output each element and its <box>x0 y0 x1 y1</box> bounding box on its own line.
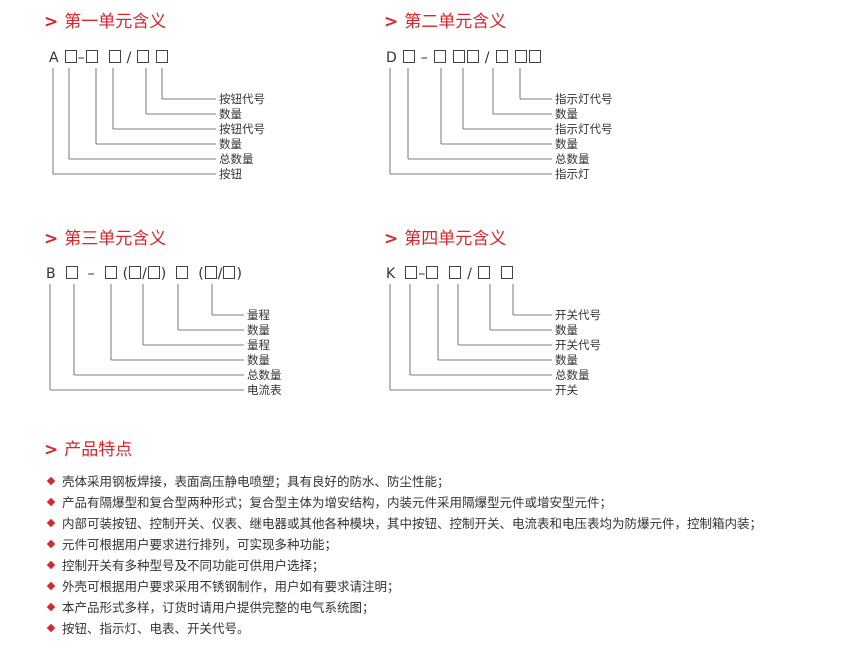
code-label: 数量 <box>555 353 578 367</box>
code-box <box>405 266 418 279</box>
code-box <box>402 50 415 63</box>
section-title-features: >产品特点 <box>44 440 133 460</box>
code-box <box>514 50 527 63</box>
code-label: 电流表 <box>247 383 282 397</box>
feature-item: 产品有隔爆型和复合型两种形式；复合型主体为增安结构，内装元件采用隔爆型元件或增安… <box>46 495 612 511</box>
chevron-right-icon: > <box>384 229 399 249</box>
feature-item: 控制开关有多种型号及不同功能可供用户选择； <box>46 558 325 574</box>
code-box <box>85 50 98 63</box>
code-label: 总数量 <box>555 368 590 382</box>
model-code-unit4: K–/ <box>386 266 514 282</box>
code-box <box>64 50 77 63</box>
code-label: 数量 <box>219 137 242 151</box>
code-label: 按钮代号 <box>219 92 265 106</box>
code-label: 数量 <box>555 323 578 337</box>
code-box <box>528 50 541 63</box>
code-box <box>466 50 479 63</box>
code-box <box>176 266 189 279</box>
diamond-bullet-icon <box>46 518 56 528</box>
diamond-bullet-icon <box>46 539 56 549</box>
feature-item: 壳体采用钢板焊接，表面高压静电喷塑；具有良好的防水、防尘性能； <box>46 474 450 490</box>
model-code-unit3: B–(/)(/) <box>46 266 242 282</box>
feature-item: 内部可装按钮、控制开关、仪表、继电器或其他各种模块，其中按钮、控制开关、电流表和… <box>46 516 762 532</box>
code-box <box>156 50 169 63</box>
code-label: 数量 <box>555 137 578 151</box>
feature-item: 本产品形式多样，订货时请用户提供完整的电气系统图； <box>46 600 375 616</box>
code-box <box>452 50 465 63</box>
code-box <box>204 266 217 279</box>
code-box <box>129 266 142 279</box>
code-box <box>147 266 160 279</box>
code-label: 数量 <box>555 107 578 121</box>
section-title-unit2: >第二单元含义 <box>384 12 507 32</box>
model-code-unit1: A–/ <box>49 50 169 66</box>
section-title-unit1: >第一单元含义 <box>44 12 167 32</box>
code-label: 总数量 <box>247 368 282 382</box>
code-box <box>477 266 490 279</box>
code-box <box>500 266 513 279</box>
code-label: 指示灯代号 <box>555 122 613 136</box>
section-title-unit4: >第四单元含义 <box>384 229 507 249</box>
code-label: 指示灯代号 <box>555 92 613 106</box>
code-box <box>104 266 117 279</box>
code-label: 总数量 <box>555 152 590 166</box>
code-label: 开关 <box>555 383 578 397</box>
code-label: 开关代号 <box>555 308 601 322</box>
model-code-unit2: D–/ <box>386 50 542 66</box>
code-box <box>137 50 150 63</box>
code-label: 总数量 <box>219 152 254 166</box>
code-label: 数量 <box>219 107 242 121</box>
code-label: 量程 <box>247 338 270 352</box>
code-label: 指示灯 <box>555 167 590 181</box>
code-label: 开关代号 <box>555 338 601 352</box>
diamond-bullet-icon <box>46 497 56 507</box>
chevron-right-icon: > <box>384 12 399 32</box>
diamond-bullet-icon <box>46 476 56 486</box>
code-label: 数量 <box>247 353 270 367</box>
code-box <box>108 50 121 63</box>
feature-item: 外壳可根据用户要求采用不锈钢制作，用户如有要求请注明； <box>46 579 400 595</box>
chevron-right-icon: > <box>44 12 59 32</box>
code-box <box>449 266 462 279</box>
section-title-unit3: >第三单元含义 <box>44 229 167 249</box>
diamond-bullet-icon <box>46 560 56 570</box>
code-box <box>433 50 446 63</box>
diamond-bullet-icon <box>46 581 56 591</box>
chevron-right-icon: > <box>44 440 59 460</box>
feature-item: 按钮、指示灯、电表、开关代号。 <box>46 621 250 637</box>
code-box <box>426 266 439 279</box>
code-box <box>495 50 508 63</box>
code-label: 数量 <box>247 323 270 337</box>
feature-item: 元件可根据用户要求进行排列，可实现多种功能； <box>46 537 337 553</box>
code-label: 量程 <box>247 308 270 322</box>
code-box <box>65 266 78 279</box>
diamond-bullet-icon <box>46 602 56 612</box>
code-label: 按钮 <box>219 167 242 181</box>
chevron-right-icon: > <box>44 229 59 249</box>
code-box <box>223 266 236 279</box>
diamond-bullet-icon <box>46 623 56 633</box>
code-label: 按钮代号 <box>219 122 265 136</box>
